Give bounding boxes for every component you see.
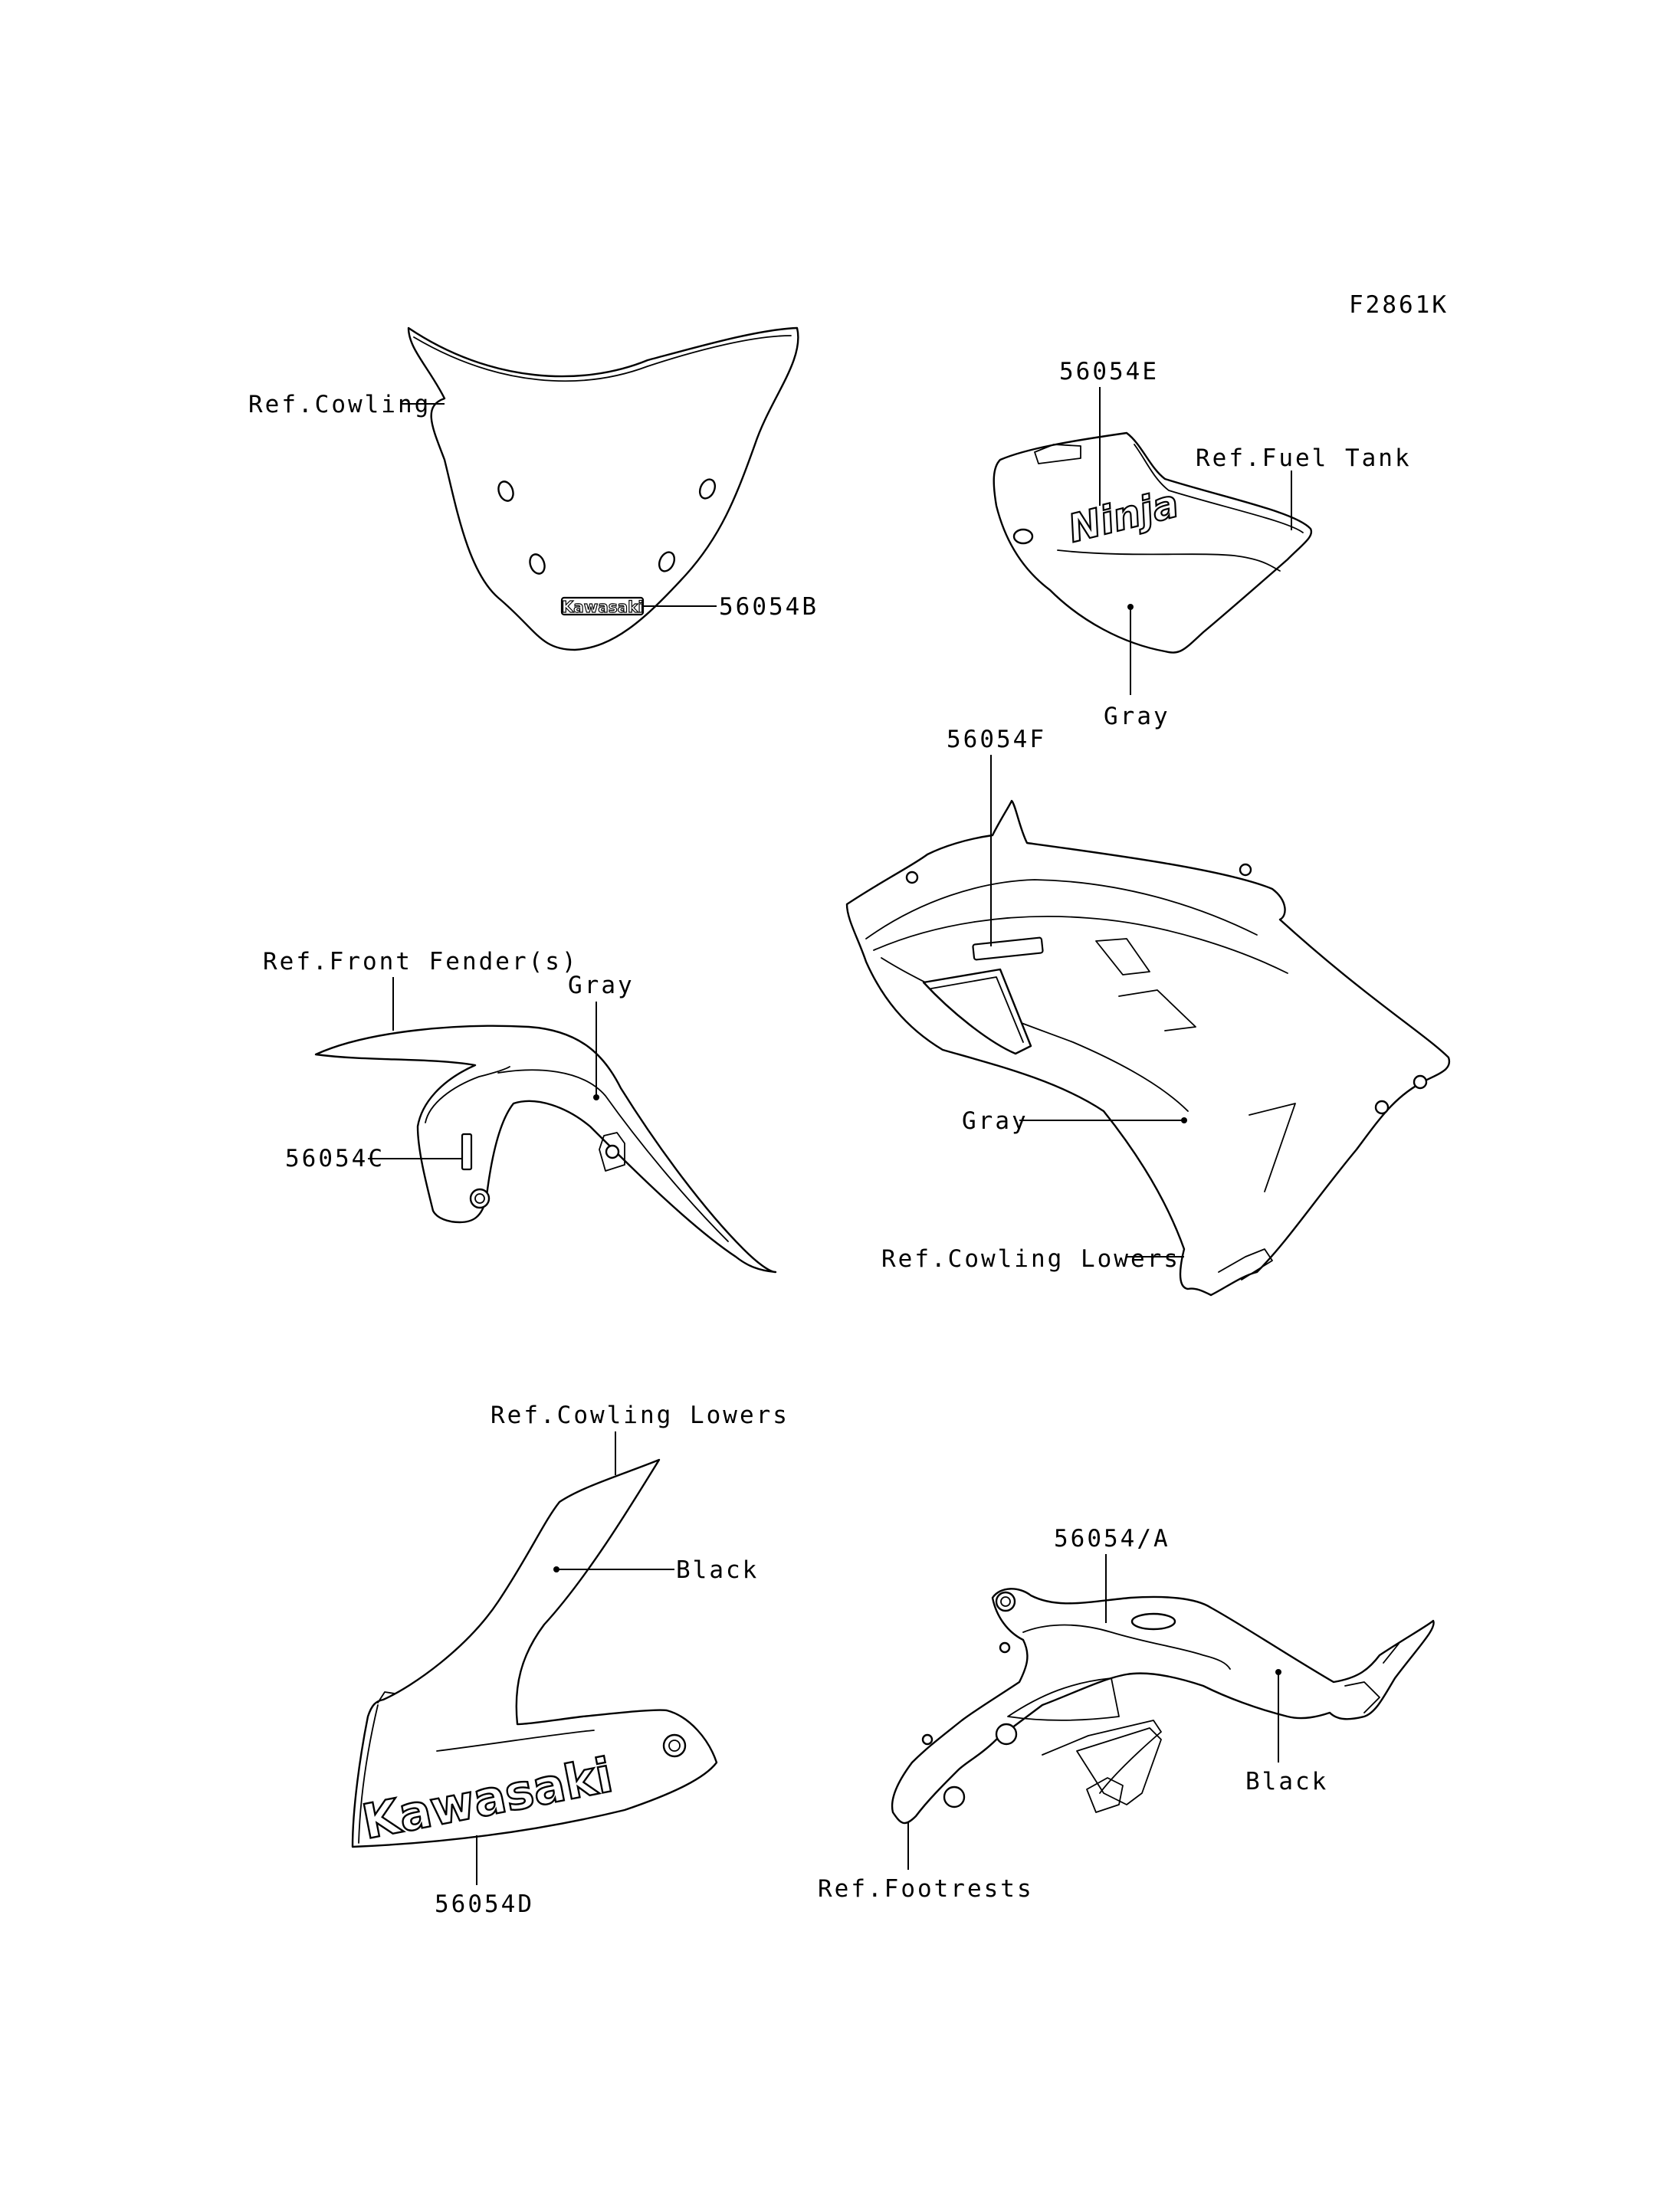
tank-cover-curve: [1057, 549, 1281, 572]
windshield-hole-3: [529, 553, 546, 575]
cowling-hole-1: [1413, 1074, 1428, 1090]
cowling-lower-notch: [1249, 1103, 1296, 1192]
label-56054b: 56054B: [719, 593, 819, 621]
label-56054e: 56054E: [1059, 358, 1159, 385]
windshield-outline[interactable]: [407, 326, 799, 651]
bracket-lower-arm: [1042, 1720, 1162, 1794]
bracket-slot: [1383, 1643, 1399, 1664]
lower-cowling-tab: [377, 1691, 395, 1703]
label-ref-cowling-lowers-left: Ref.Cowling Lowers: [491, 1402, 789, 1429]
label-ref-fuel-tank: Ref.Fuel Tank: [1196, 444, 1412, 472]
front-fender-group: [314, 1025, 777, 1274]
label-56054d: 56054D: [435, 1890, 534, 1918]
label-black-frame: Black: [1245, 1768, 1328, 1795]
windshield-hole-2: [698, 478, 717, 500]
fender-mount-hole: [605, 1144, 620, 1159]
fender-bolt: [469, 1188, 491, 1209]
cowling-notch: [1118, 989, 1196, 1031]
bracket-outline[interactable]: [891, 1588, 1435, 1825]
bracket-footrest-mount: [1076, 1727, 1162, 1805]
fender-mount: [599, 1132, 625, 1172]
fender-rib: [497, 1069, 729, 1242]
cowling-hole-3: [905, 871, 919, 884]
cowling-top-edge: [865, 879, 1258, 939]
label-gray-fender: Gray: [568, 972, 635, 999]
tank-cover-group: Ninja: [993, 431, 1313, 654]
windshield-hole-1: [497, 480, 514, 502]
windshield-group: Kawasaki: [407, 326, 799, 651]
cowling-hole-4: [1239, 863, 1252, 877]
tank-cover-flap: [1034, 444, 1081, 464]
label-black-lower: Black: [676, 1556, 759, 1584]
label-ref-cowling-lowers-right: Ref.Cowling Lowers: [881, 1245, 1180, 1273]
label-56054a: 56054/A: [1054, 1525, 1170, 1553]
cowling-upper-line: [873, 915, 1288, 974]
tank-cover-hole: [1012, 528, 1034, 545]
bracket-hole-2: [999, 1641, 1011, 1654]
label-gray-cowling: Gray: [962, 1107, 1029, 1135]
bracket-hole-4: [943, 1785, 966, 1808]
cowling-slot: [1095, 938, 1150, 976]
front-fender-outline[interactable]: [314, 1025, 777, 1274]
lower-cowling-bolt-inner: [668, 1740, 681, 1752]
tank-cover-inner-edge: [1134, 444, 1304, 533]
label-ref-cowling: Ref.Cowling: [248, 391, 431, 418]
cowling-group: [845, 799, 1451, 1297]
label-gray-tank: Gray: [1104, 703, 1170, 730]
footrest-bracket-group: [891, 1588, 1435, 1825]
bracket-end-detail: [1344, 1681, 1380, 1713]
fender-bolt-inner: [474, 1193, 485, 1204]
label-56054c: 56054C: [285, 1145, 385, 1172]
windshield-logo-text: Kawasaki: [562, 598, 644, 616]
label-ref-footrests: Ref.Footrests: [818, 1875, 1034, 1903]
cowling-hole-2: [1374, 1100, 1390, 1115]
figure-code: F2861K: [1349, 291, 1449, 319]
bracket-tab: [1086, 1777, 1124, 1813]
fender-inner-curve: [425, 1066, 510, 1123]
cowling-tail: [1218, 1248, 1273, 1280]
cowling-vent-inner: [930, 976, 1024, 1043]
lower-cowling-group: Kawasaki: [351, 1458, 718, 1851]
windshield-hole-4: [658, 551, 676, 572]
cowling-outline[interactable]: [845, 799, 1451, 1297]
bracket-window: [1007, 1677, 1120, 1721]
lower-cowling-crease: [436, 1730, 595, 1752]
windshield-top-edge: [413, 335, 792, 382]
bracket-inner-cutout: [1022, 1624, 1231, 1670]
lower-cowling-edge: [358, 1704, 379, 1844]
bracket-hole-1-inner: [1000, 1596, 1011, 1607]
emblem-56054c[interactable]: [461, 1133, 473, 1171]
bracket-pivot-slot: [1130, 1612, 1176, 1631]
tank-cover-outline[interactable]: [993, 431, 1313, 654]
label-56054f: 56054F: [947, 726, 1046, 753]
label-ref-front-fender: Ref.Front Fender(s): [263, 948, 579, 976]
bracket-hole-5: [921, 1733, 934, 1746]
lower-cowling-bolt: [662, 1733, 687, 1758]
bracket-hole-1: [995, 1591, 1016, 1612]
bracket-hole-3: [995, 1723, 1018, 1746]
cowling-vent: [922, 968, 1032, 1055]
